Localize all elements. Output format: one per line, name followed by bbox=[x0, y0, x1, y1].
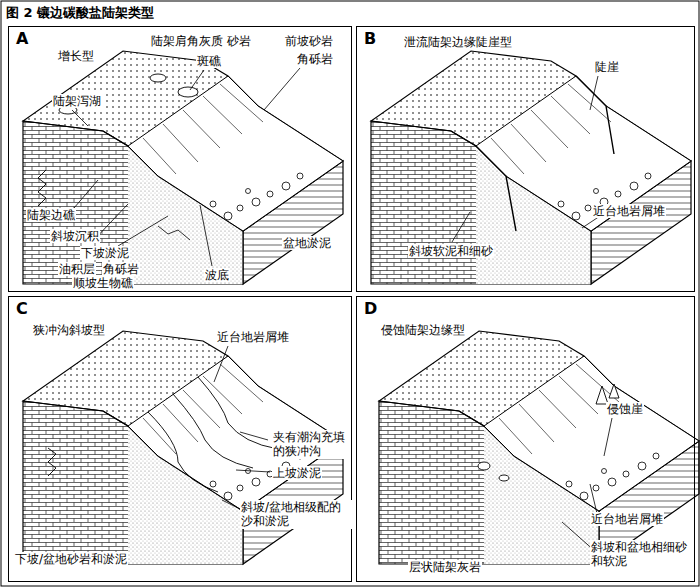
feature-label: 陆架肩角灰质 砂岩 bbox=[150, 34, 252, 48]
feature-label: 斜坡和盆地相细砂和软泥 bbox=[590, 540, 690, 569]
feature-label: 盆地淤泥 bbox=[282, 236, 332, 250]
panel-type: 狭冲沟斜坡型 bbox=[31, 323, 107, 337]
feature-label: 侵蚀崖 bbox=[606, 402, 644, 416]
panel-letter: A bbox=[14, 29, 30, 48]
feature-label: 下坡/盆地砂岩和淤泥 bbox=[14, 552, 128, 566]
feature-label: 层状陆架灰岩 bbox=[408, 560, 482, 574]
feature-label: 波底 bbox=[204, 268, 230, 282]
panel-type: 侵蚀陆架边缘型 bbox=[379, 323, 467, 337]
panel-letter: B bbox=[362, 29, 378, 48]
panel-box: B 泄流陆架边缘陡崖型 bbox=[356, 26, 695, 292]
figure-title: 图 2 镶边碳酸盐陆架类型 bbox=[6, 4, 154, 22]
feature-label: 陡崖 bbox=[594, 60, 620, 74]
feature-label: 顺坡生物礁 bbox=[72, 276, 134, 290]
feature-label: 前坡砂岩 bbox=[284, 34, 334, 48]
panel-type: 增长型 bbox=[56, 49, 96, 63]
feature-label: 斜坡沉积 bbox=[50, 229, 100, 243]
feature-label: 角砾岩 bbox=[102, 262, 140, 276]
feature-label: 近台地岩屑堆 bbox=[216, 330, 290, 344]
feature-label: 陆架边礁 bbox=[26, 208, 76, 222]
feature-label: 陆架泻湖 bbox=[52, 94, 102, 108]
panel-letter: C bbox=[14, 299, 30, 318]
feature-label: 斜坡软泥和细砂 bbox=[408, 244, 494, 258]
panel-letter: D bbox=[362, 299, 379, 318]
feature-label: 斜坡/盆地相级配的沙和淤泥 bbox=[240, 500, 352, 529]
feature-label: 上坡淤泥 bbox=[272, 466, 322, 480]
feature-label: 角砾岩 bbox=[296, 52, 334, 66]
feature-label: 斑礁 bbox=[196, 54, 222, 68]
feature-label: 下坡淤泥 bbox=[80, 246, 130, 260]
feature-label: 油积层 bbox=[58, 262, 96, 276]
panel-type: 泄流陆架边缘陡崖型 bbox=[402, 35, 514, 49]
feature-label: 近台地岩屑堆 bbox=[592, 204, 666, 218]
feature-label: 夹有潮沟充填的狭冲沟 bbox=[272, 430, 350, 459]
feature-label: 近台地岩屑堆 bbox=[590, 512, 664, 526]
